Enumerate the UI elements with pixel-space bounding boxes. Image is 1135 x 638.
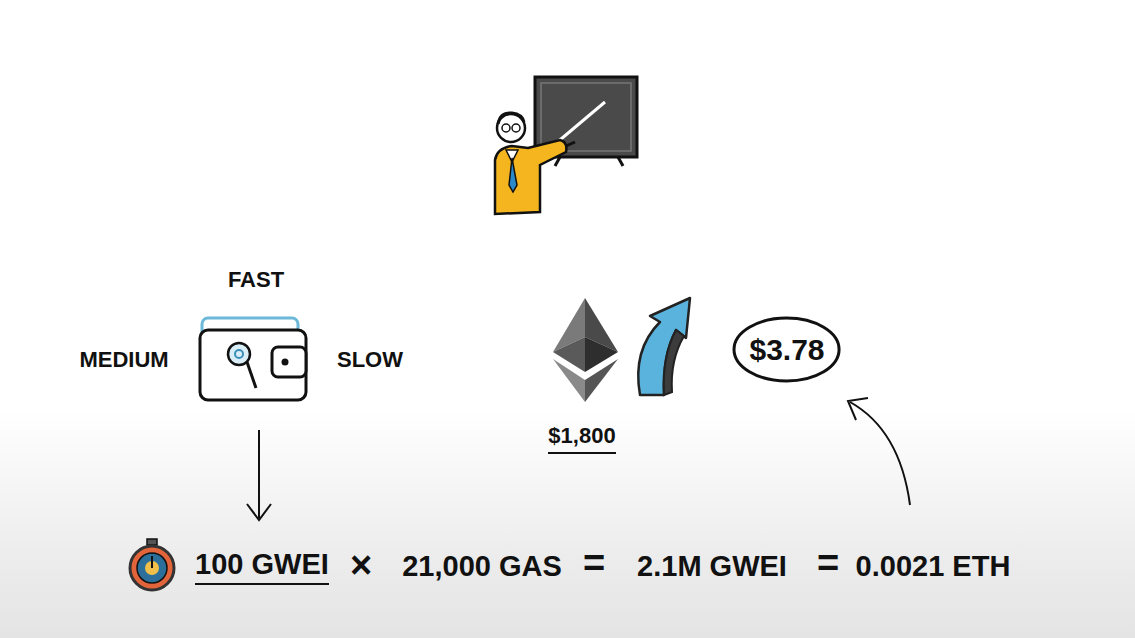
operator: = — [817, 543, 839, 585]
leader-arrow — [848, 398, 910, 505]
operator: × — [350, 545, 372, 587]
total-gwei: 2.1M GWEI — [637, 551, 787, 583]
ethereum-logo — [553, 298, 618, 402]
price-ellipse: $3.78 — [732, 316, 841, 383]
wallet-icon — [200, 318, 306, 400]
total-eth: 0.0021 ETH — [856, 551, 1011, 583]
gas-price: 100 GWEI — [195, 549, 329, 586]
teacher-figure — [495, 77, 637, 214]
price-label: $1,800 — [548, 424, 615, 453]
speed-label: FAST — [228, 268, 284, 292]
speed-label: SLOW — [337, 348, 403, 372]
price-text: $3.78 — [749, 333, 824, 366]
speed-label: MEDIUM — [79, 348, 168, 372]
gas-limit: 21,000 GAS — [402, 551, 562, 583]
operator: = — [583, 543, 605, 585]
rising-arrow — [638, 298, 690, 395]
arrow-down — [247, 430, 271, 520]
stopwatch-icon — [130, 539, 174, 590]
